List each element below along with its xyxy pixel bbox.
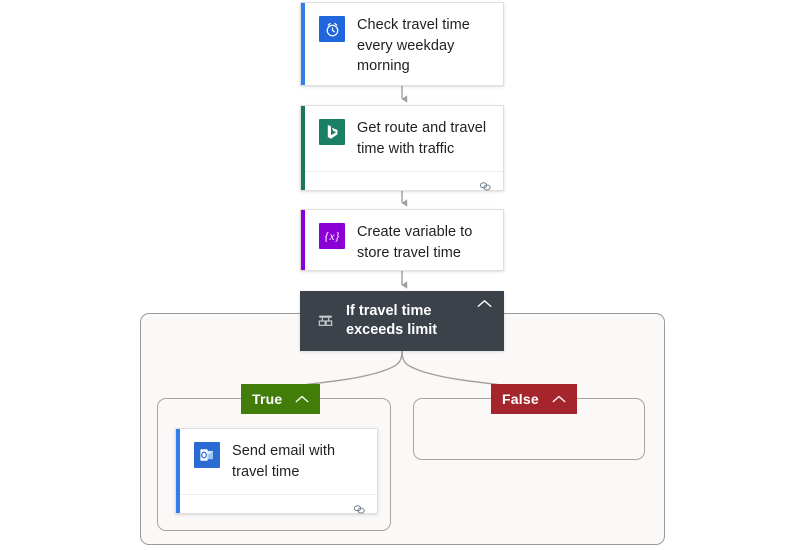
comment-link-icon[interactable] <box>478 180 493 193</box>
chevron-up-icon[interactable] <box>477 299 492 309</box>
card-title: If travel time exceeds limit <box>346 303 438 338</box>
card-accent-bar <box>301 106 305 190</box>
card-header: Get route and travel time with traffic <box>301 106 503 171</box>
card-title: Get route and travel time with traffic <box>357 120 487 157</box>
alarm-clock-icon <box>319 16 345 42</box>
condition-branch-icon <box>312 308 338 334</box>
outlook-icon <box>194 442 220 468</box>
chevron-up-icon[interactable] <box>295 395 309 404</box>
card-footer <box>176 494 377 524</box>
card-accent-bar <box>176 429 180 513</box>
comment-link-icon[interactable] <box>352 503 367 516</box>
node-card-bing-maps[interactable]: Get route and travel time with traffic <box>300 105 504 191</box>
card-header: Check travel time every weekday morning <box>301 3 503 89</box>
node-card-condition[interactable]: If travel time exceeds limit <box>300 291 504 351</box>
node-card-variable[interactable]: {x} Create variable to store travel time <box>300 209 504 271</box>
node-card-send-email[interactable]: Send email with travel time <box>175 428 378 514</box>
branch-label: True <box>252 391 283 407</box>
branch-badge-false[interactable]: False <box>491 384 577 414</box>
card-title: Send email with travel time <box>232 443 336 480</box>
card-accent-bar <box>301 210 305 270</box>
node-card-trigger[interactable]: Check travel time every weekday morning <box>300 2 504 86</box>
branch-badge-true[interactable]: True <box>241 384 321 414</box>
card-footer <box>301 171 503 201</box>
card-title: Create variable to store travel time <box>357 224 473 261</box>
card-header: {x} Create variable to store travel time <box>301 210 503 275</box>
card-title: Check travel time every weekday morning <box>357 17 470 74</box>
bing-maps-icon <box>319 119 345 145</box>
chevron-up-icon[interactable] <box>552 395 566 404</box>
branch-label: False <box>502 391 539 407</box>
variable-braces-icon: {x} <box>319 223 345 249</box>
card-header: Send email with travel time <box>176 429 377 494</box>
card-accent-bar <box>301 3 305 85</box>
